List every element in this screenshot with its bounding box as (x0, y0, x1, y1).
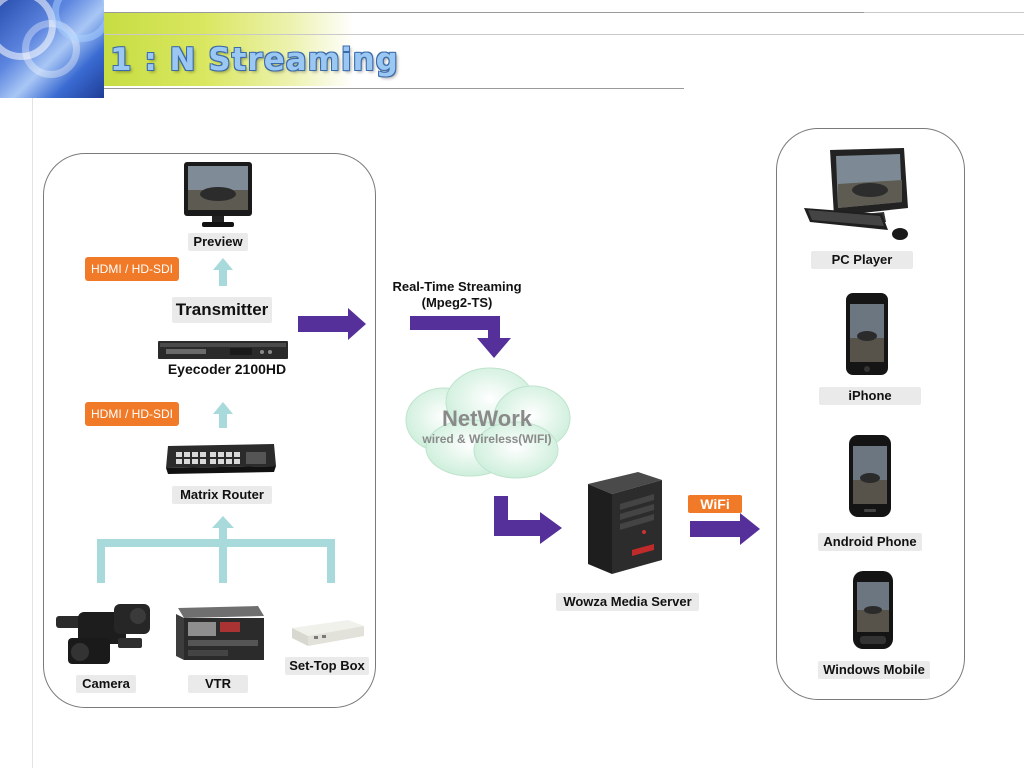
connector-tree (97, 258, 335, 583)
flow-arrows (298, 308, 760, 545)
left-guide-line (32, 98, 33, 768)
wifi-badge: WiFi (688, 495, 742, 513)
hdmi-badge-bottom: HDMI / HD-SDI (85, 402, 179, 426)
header-logo (0, 0, 104, 98)
arrow-tx-out (298, 308, 366, 340)
streaming-line1: Real-Time Streaming (392, 279, 522, 294)
camera-label: Camera (76, 675, 136, 693)
settop-label: Set-Top Box (285, 657, 369, 675)
arrow-wifi (690, 513, 760, 545)
windows-mobile-label: Windows Mobile (818, 661, 930, 679)
android-phone-icon (849, 435, 891, 517)
server-tower-icon (588, 472, 662, 574)
matrix-router-icon (166, 444, 276, 474)
camera-icon (56, 604, 150, 664)
pc-monitor-icon (804, 148, 908, 240)
preview-tv-icon (184, 162, 252, 227)
encoder-label: Eyecoder 2100HD (167, 361, 287, 377)
streaming-label: Real-Time Streaming (Mpeg2-TS) (380, 279, 534, 311)
streaming-line2: (Mpeg2-TS) (421, 295, 493, 310)
hdmi-badge-top: HDMI / HD-SDI (85, 257, 179, 281)
header-rule-top-right (864, 12, 1024, 13)
encoder-device-icon (158, 341, 288, 359)
transmitter-label: Transmitter (172, 297, 272, 323)
header-rule-mid (104, 34, 1024, 35)
pc-player-label: PC Player (811, 251, 913, 269)
network-subtitle: wired & Wireless(WIFI) (422, 432, 552, 446)
header-band (104, 12, 354, 86)
network-title: NetWork (441, 406, 533, 431)
arrow-stream-down (410, 316, 511, 358)
settop-box-icon (292, 620, 364, 646)
android-phone-label: Android Phone (818, 533, 922, 551)
iphone-label: iPhone (819, 387, 921, 405)
slide-title: 1 : N Streaming (110, 42, 399, 78)
preview-label: Preview (188, 233, 248, 251)
windows-mobile-icon (853, 571, 893, 649)
network-cloud (405, 367, 571, 479)
header-rule-bottom (104, 88, 684, 89)
server-label: Wowza Media Server (556, 593, 699, 611)
iphone-icon (846, 293, 888, 375)
matrix-router-label: Matrix Router (172, 486, 272, 504)
vtr-label: VTR (188, 675, 248, 693)
arrow-net-server (494, 496, 562, 544)
header-rule-top (104, 12, 864, 13)
vtr-icon (176, 606, 264, 660)
